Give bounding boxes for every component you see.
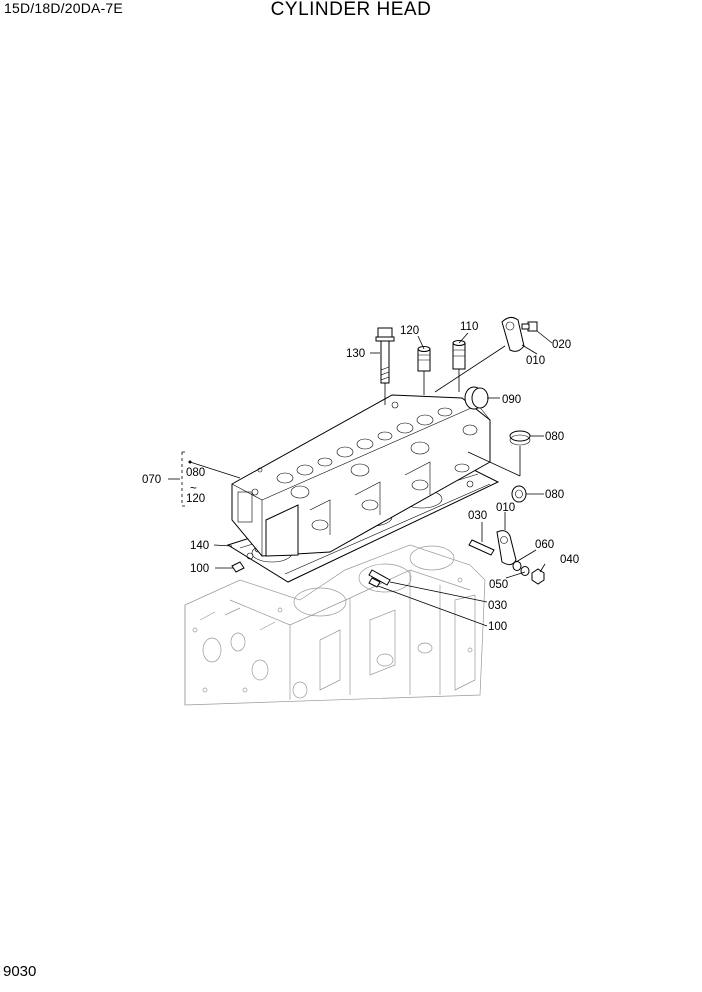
callout-080-lower: 080 [545, 489, 564, 501]
callout-050: 050 [489, 579, 508, 591]
callout-tilde: ~ [190, 483, 197, 495]
nut-040-illustration [531, 568, 545, 585]
callout-060: 060 [535, 539, 554, 551]
callout-120-left: 120 [186, 493, 205, 505]
bolt-020-illustration [521, 321, 538, 332]
cylinder-head-illustration [231, 394, 491, 557]
seal-080-lower-illustration [511, 485, 527, 503]
leader-lines [168, 330, 553, 627]
callout-010-lower: 010 [496, 502, 515, 514]
plug-110-illustration [452, 340, 466, 370]
head-bolt-130-illustration [375, 327, 395, 384]
model-number: 15D/18D/20DA-7E [4, 0, 123, 16]
callout-080-left: 080 [186, 467, 205, 479]
callout-120-top: 120 [400, 325, 419, 337]
hanger-010-top-illustration [501, 316, 525, 352]
plug-120-illustration [417, 346, 431, 372]
callout-040: 040 [560, 554, 579, 566]
callout-080-top: 080 [545, 431, 564, 443]
callout-110: 110 [460, 321, 478, 333]
dowel-100-center-illustration [368, 577, 381, 588]
callout-140: 140 [190, 540, 209, 552]
washer-060-illustration [512, 561, 522, 571]
hanger-010-lower-illustration [496, 530, 517, 566]
callout-100-center: 100 [488, 621, 507, 633]
callout-070: 070 [142, 474, 161, 486]
callout-020: 020 [552, 339, 571, 351]
callout-010-top: 010 [526, 355, 545, 367]
stud-030-right-illustration [468, 539, 495, 556]
page-title: CYLINDER HEAD [270, 0, 432, 20]
cylinder-block-illustration [184, 544, 486, 706]
washer-050-illustration [520, 566, 530, 576]
callout-030-center: 030 [488, 600, 507, 612]
stud-030-center-illustration [368, 569, 391, 586]
seal-080-top-illustration [509, 430, 531, 446]
callout-030-right: 030 [468, 510, 487, 522]
cap-090-illustration [464, 386, 489, 410]
dowel-100-left-illustration [231, 561, 245, 573]
page-number: 9030 [3, 963, 37, 980]
callout-100-left: 100 [190, 563, 209, 575]
callout-090: 090 [502, 394, 521, 406]
callout-labels: 130 120 110 020 010 090 080 080 070 ~ 12… [142, 321, 579, 633]
callout-130: 130 [346, 348, 365, 360]
